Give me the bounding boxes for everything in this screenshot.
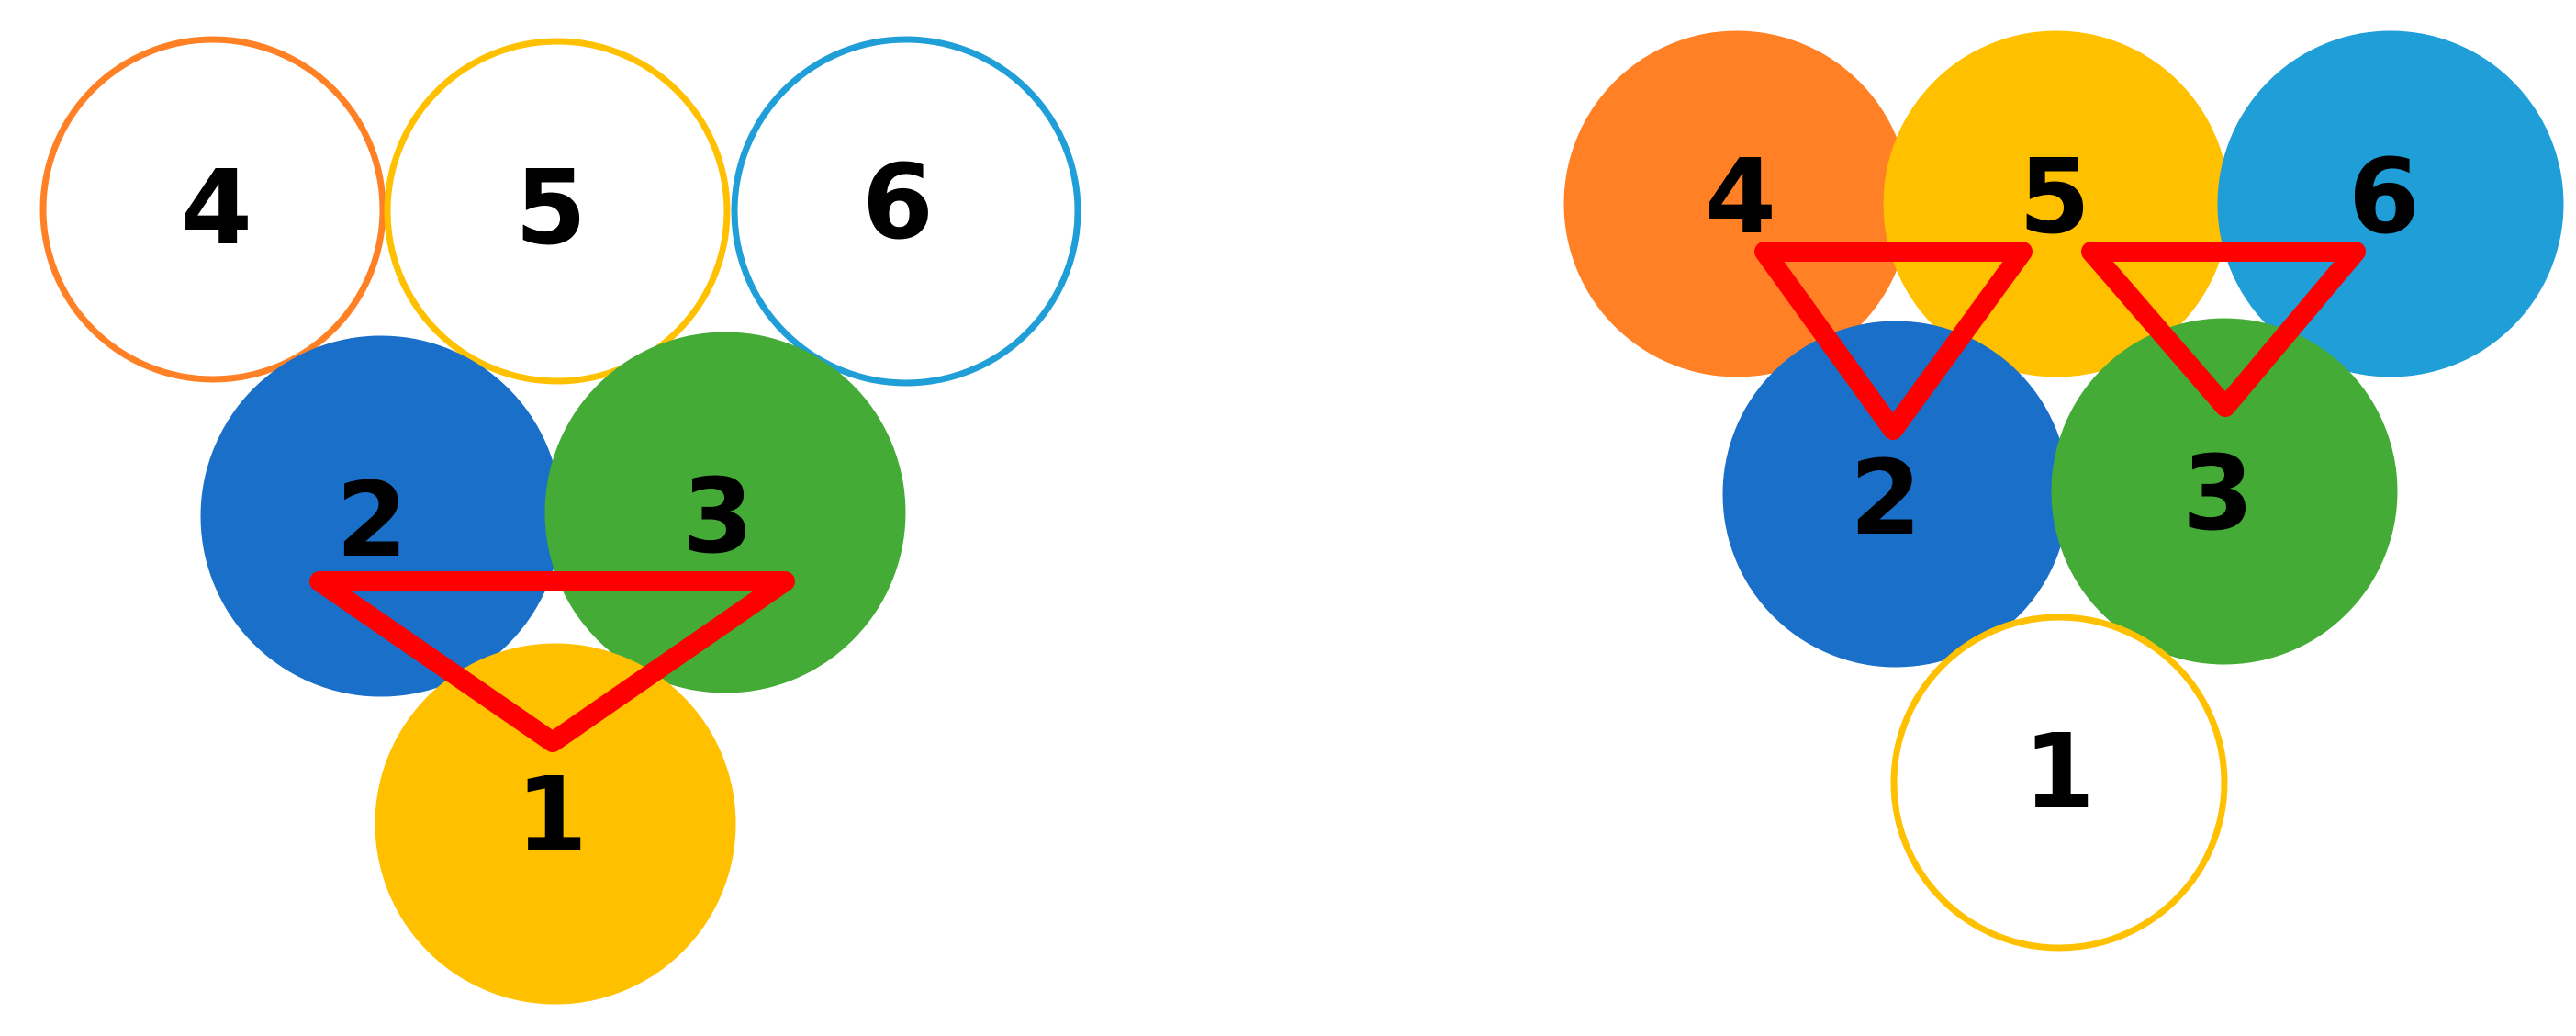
left-circle-2: 2: [200, 335, 562, 697]
circle-shape: [1890, 614, 2228, 952]
circle-label: 1: [516, 756, 588, 875]
circle-label: 3: [2182, 434, 2254, 554]
right-circle-1: 1: [1890, 614, 2228, 952]
circle-label: 4: [1705, 138, 1776, 257]
left-circle-3: 3: [544, 332, 906, 693]
circle-label: 6: [862, 143, 934, 263]
left-circle-1: 1: [375, 643, 736, 1005]
right-circle-3: 3: [2051, 318, 2398, 665]
right-circle-4: 4: [1563, 30, 1910, 377]
circle-shape: [375, 643, 736, 1005]
circle-shape: [2051, 318, 2398, 665]
triangle-connector: [309, 571, 795, 752]
left-panel: 4 5 6 2 3 1: [39, 36, 1081, 1005]
triangle-connector: [2081, 242, 2366, 417]
circle-shape: [544, 332, 906, 693]
circle-label: 2: [1850, 439, 1921, 558]
circle-shape: [39, 36, 386, 383]
circle-label: 5: [515, 149, 587, 268]
circle-shape: [731, 36, 1081, 387]
right-circle-5: 5: [1883, 30, 2230, 377]
circle-label: 2: [336, 461, 408, 580]
circle-shape: [384, 38, 731, 385]
left-circle-6: 6: [731, 36, 1081, 387]
right-panel: 4 5 6 2 3 1: [1563, 30, 2564, 952]
right-circle-2: 2: [1722, 321, 2069, 668]
circle-label: 4: [181, 149, 252, 268]
left-circle-5: 5: [384, 38, 731, 385]
right-circle-6: 6: [2217, 30, 2564, 377]
circle-label: 5: [2019, 138, 2090, 257]
triangle-connector: [1754, 242, 2033, 440]
circle-label: 3: [682, 457, 754, 577]
circle-shape: [2217, 30, 2564, 377]
circle-label: 6: [2348, 138, 2420, 257]
circle-label: 1: [2023, 713, 2095, 832]
left-circle-4: 4: [39, 36, 386, 383]
